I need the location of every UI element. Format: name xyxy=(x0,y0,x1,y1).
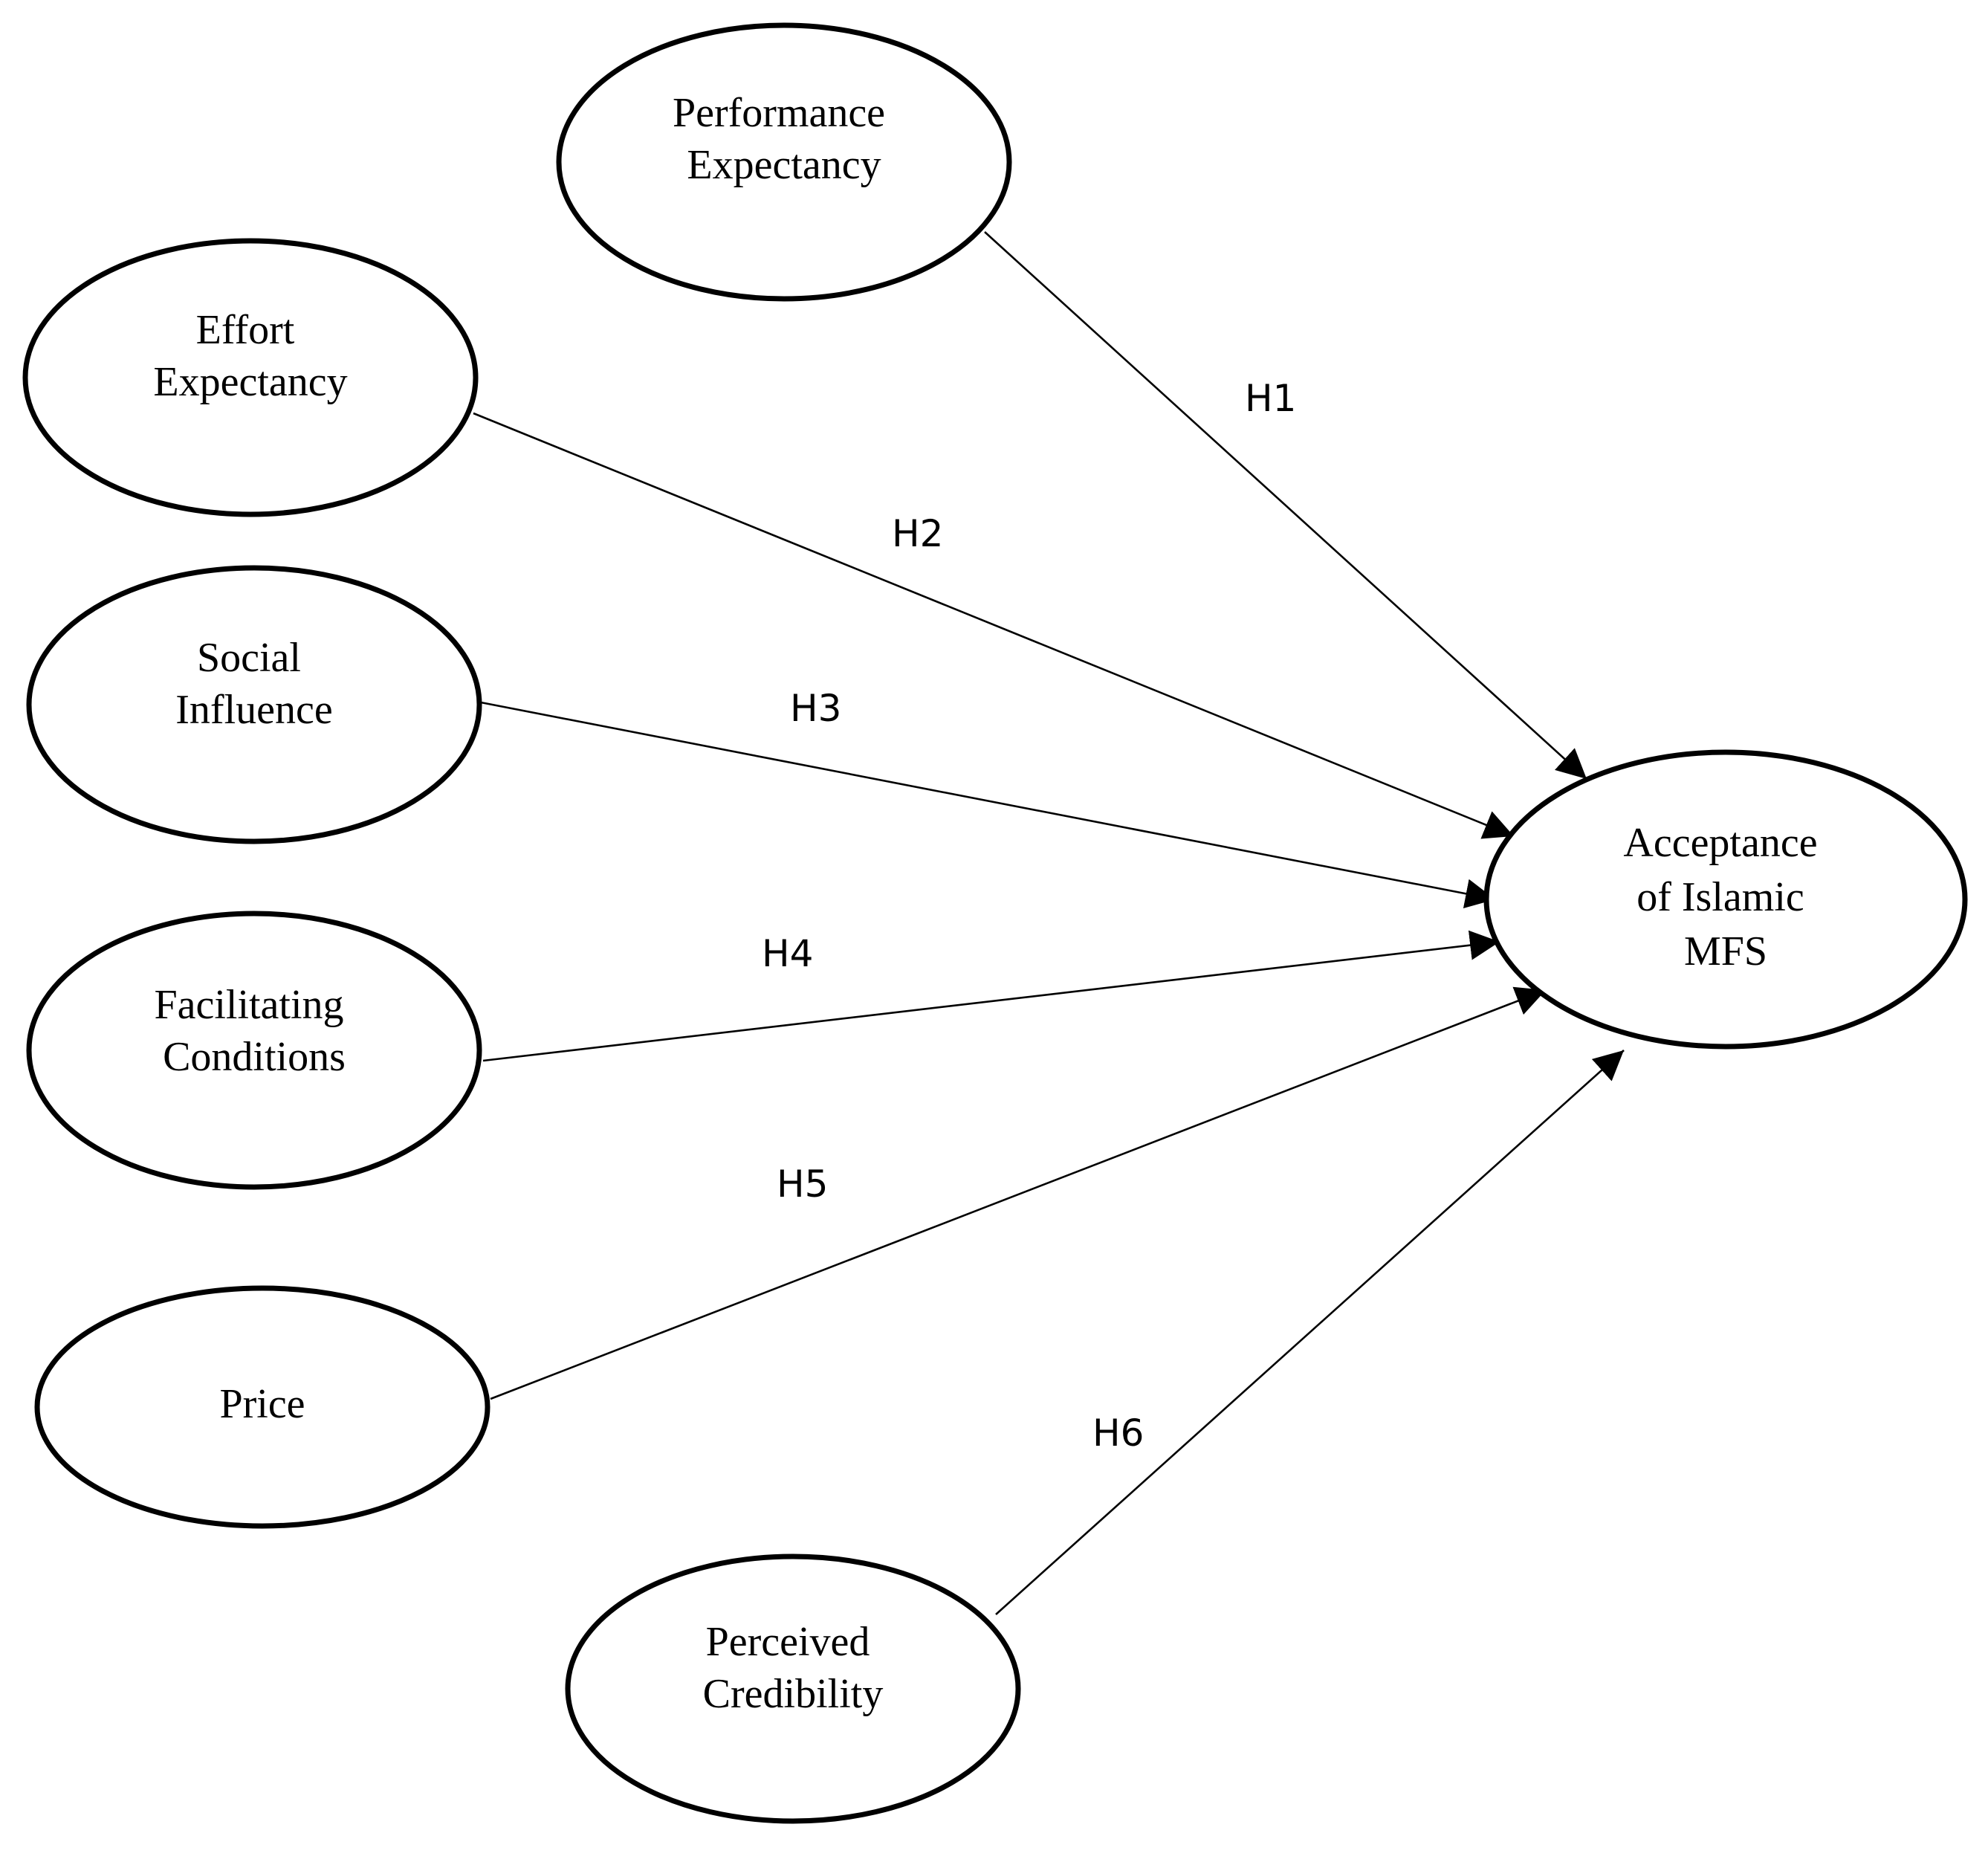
edge-h4-label: H4 xyxy=(762,932,813,975)
node-price-shape xyxy=(34,1285,490,1529)
node-acceptance-text: Acceptance of Islamic MFS xyxy=(1623,820,1827,974)
node-effort-expectancy-line-2: Expectancy xyxy=(153,359,347,405)
node-performance-expectancy-line-2: Expectancy xyxy=(687,142,881,188)
edge-h2-line xyxy=(473,412,1515,839)
node-acceptance-line-2: of Islamic xyxy=(1636,874,1804,920)
edge-h6-line xyxy=(995,1050,1625,1615)
node-social-influence-line-2: Influence xyxy=(175,687,332,733)
node-price-line-1: Price xyxy=(219,1381,305,1427)
node-perceived-credibility-text: Perceived Credibility xyxy=(703,1619,884,1717)
edge-h3-line xyxy=(480,701,1496,909)
node-price-text: Price xyxy=(219,1381,305,1427)
node-effort-expectancy-line-1: Effort xyxy=(196,307,295,353)
edge-h1-label: H1 xyxy=(1245,377,1296,420)
node-performance-expectancy: Performance Expectancy xyxy=(556,22,1012,302)
node-acceptance-of-islamic-mfs: Acceptance of Islamic MFS xyxy=(1483,749,1968,1050)
node-price: Price xyxy=(34,1285,490,1529)
node-perceived-credibility-shape xyxy=(565,1554,1021,1824)
edge-h5-label: H5 xyxy=(777,1163,828,1206)
node-social-influence-shape xyxy=(26,565,482,844)
edge-h1-line xyxy=(984,231,1587,780)
node-social-influence-text: Social Influence xyxy=(175,635,332,733)
edge-h2-label: H2 xyxy=(892,512,943,555)
node-acceptance-line-3: MFS xyxy=(1684,928,1767,974)
node-social-influence-line-1: Social xyxy=(197,635,301,681)
edge-h3-label: H3 xyxy=(790,687,841,730)
node-perceived-credibility: Perceived Credibility xyxy=(565,1554,1021,1824)
node-facilitating-conditions-line-1: Facilitating xyxy=(154,982,343,1028)
edge-h4-line xyxy=(482,930,1500,1062)
node-facilitating-conditions-shape xyxy=(26,911,482,1190)
node-effort-expectancy-text: Effort Expectancy xyxy=(153,307,347,405)
node-perceived-credibility-line-1: Perceived xyxy=(706,1619,870,1665)
edges-group: H1 H2 H3 H4 H5 H6 xyxy=(473,231,1625,1615)
node-performance-expectancy-line-1: Performance xyxy=(673,90,885,136)
node-facilitating-conditions-line-2: Conditions xyxy=(163,1034,346,1080)
node-acceptance-line-1: Acceptance xyxy=(1623,820,1817,866)
node-facilitating-conditions: Facilitating Conditions xyxy=(26,911,482,1190)
node-perceived-credibility-line-2: Credibility xyxy=(703,1671,884,1717)
node-social-influence: Social Influence xyxy=(26,565,482,844)
edge-h5-line xyxy=(490,986,1547,1400)
edge-h6-label: H6 xyxy=(1092,1412,1144,1455)
node-facilitating-conditions-text: Facilitating Conditions xyxy=(154,982,354,1080)
node-effort-expectancy: Effort Expectancy xyxy=(22,238,479,517)
node-performance-expectancy-text: Performance Expectancy xyxy=(673,90,896,188)
node-performance-expectancy-shape xyxy=(556,22,1012,302)
node-effort-expectancy-shape xyxy=(22,238,479,517)
node-acceptance-shape xyxy=(1483,749,1968,1050)
